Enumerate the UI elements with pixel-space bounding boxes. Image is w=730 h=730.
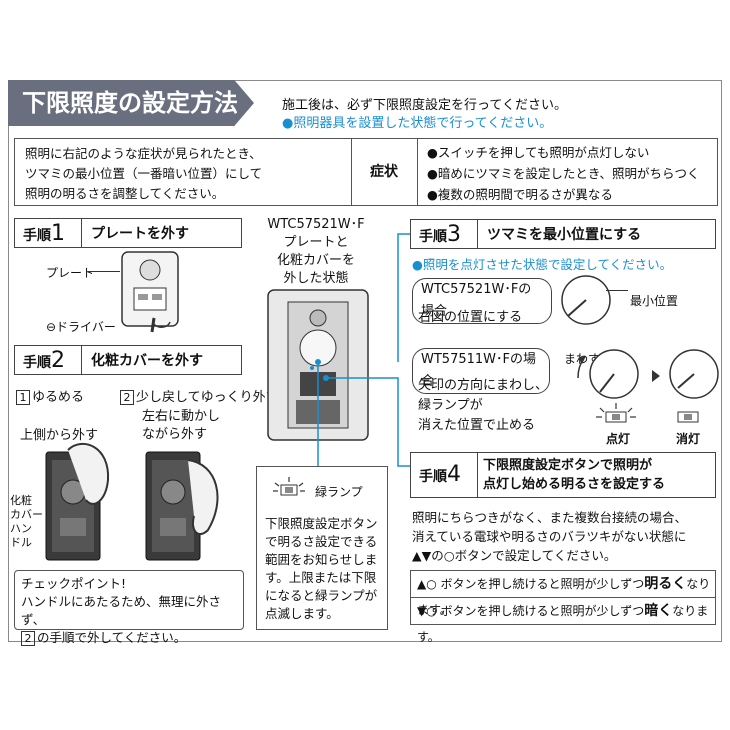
model-b-text: 矢印の方向にまわし、 緑ランプが 消えた位置で止める bbox=[418, 378, 549, 433]
step3-desc: ツマミを最小位置にする bbox=[487, 227, 642, 243]
symptom-item: ●スイッチを押しても照明が点灯しない bbox=[427, 145, 650, 160]
symptom-item: ●複数の照明間で明るさが異なる bbox=[427, 187, 613, 202]
green-lamp-icon bbox=[273, 477, 305, 496]
symptom-item: ●暗めにツマミを設定したとき、照明がちらつく bbox=[427, 166, 700, 181]
min-position-label: 最小位置 bbox=[630, 294, 679, 308]
step4-key: 手順4 bbox=[419, 462, 461, 487]
header-note-blue: ●照明器具を設置した状態で行ってください。 bbox=[282, 116, 553, 131]
step1-header: 手順1 プレートを外す bbox=[14, 218, 242, 248]
lamp-on-icon bbox=[596, 403, 636, 423]
center-caption: WTC57521W･F プレートと 化粧カバーを 外した状態 bbox=[256, 216, 376, 288]
symptoms-intro: 照明に右記のような症状が見られたとき、 ツマミの最小位置（一番暗い位置）にして … bbox=[25, 146, 263, 201]
step1-key: 手順1 bbox=[23, 221, 65, 246]
instruction-frame bbox=[8, 80, 722, 642]
left-caption: 上側から外す bbox=[20, 428, 99, 443]
step2-desc: 化粧カバーを外す bbox=[91, 353, 203, 369]
model-b-pill: WT57511W･Fの場合 bbox=[412, 348, 550, 394]
step4-desc: 下限照度設定ボタンで照明が 点灯し始める明るさを設定する bbox=[483, 458, 666, 492]
driver-label: ⊖ドライバー bbox=[46, 320, 116, 334]
side-labels: 化粧 カバー ハン ドル bbox=[10, 494, 43, 549]
step4-header: 手順4 下限照度設定ボタンで照明が 点灯し始める明るさを設定する bbox=[410, 452, 716, 498]
darker-instruction: ▼○ ボタンを押し続けると照明が少しずつ暗くなります。 bbox=[410, 597, 716, 644]
remove-side-illustration bbox=[145, 451, 219, 561]
step4-body: 照明にちらつきがなく、また複数台接続の場合、 消えている電球や明るさのバラツキが… bbox=[412, 510, 688, 563]
remove-top-illustration bbox=[45, 442, 110, 561]
brighter-instruction: ▲○ ボタンを押し続けると照明が少しずつ明るくなります。 bbox=[410, 570, 716, 617]
plate-illustration bbox=[121, 251, 179, 333]
symptoms-label: 症状 bbox=[370, 164, 398, 180]
lamp-off-icon bbox=[677, 411, 699, 423]
header-note: 施工後は、必ず下限照度設定を行ってください。 bbox=[282, 98, 567, 113]
model-a-pill: WTC57521W･Fの場合 bbox=[412, 278, 552, 324]
checkpoint-text: ハンドルにあたるため、無理に外さず、 bbox=[21, 594, 222, 627]
right-caption: 左右に動かし ながら外す bbox=[142, 409, 221, 442]
step2-header: 手順2 化粧カバーを外す bbox=[14, 345, 242, 375]
lamp-note: 下限照度設定ボタン で明るさ設定できる 範囲をお知らせしま す。上限または下限 … bbox=[265, 516, 378, 621]
dial-min-icon bbox=[561, 275, 611, 325]
center-model: WTC57521W･F bbox=[267, 217, 365, 232]
page-title: 下限照度の設定方法 bbox=[8, 80, 254, 126]
checkpoint-title: チェックポイント! bbox=[21, 576, 127, 591]
step1-desc: プレートを外す bbox=[91, 226, 189, 242]
dial-turn-icons bbox=[577, 349, 719, 399]
symptoms-list: ●スイッチを押しても照明が点灯しない ●暗めにツマミを設定したとき、照明がちらつ… bbox=[427, 142, 700, 205]
step3-header: 手順3 ツマミを最小位置にする bbox=[410, 219, 716, 249]
lamp-on-label: 点灯 bbox=[606, 432, 631, 446]
green-lamp-label: 緑ランプ bbox=[315, 485, 363, 499]
lamp-off-label: 消灯 bbox=[676, 432, 701, 446]
step3-note: ●照明を点灯させた状態で設定してください。 bbox=[412, 257, 673, 272]
plate-label: プレート bbox=[46, 266, 95, 280]
lamp-note-box: 緑ランプ 下限照度設定ボタン で明るさ設定できる 範囲をお知らせしま す。上限ま… bbox=[256, 466, 388, 630]
model-a-text: 右図の位置にする bbox=[418, 310, 523, 325]
step3-key: 手順3 bbox=[419, 222, 461, 247]
step2-key: 手順2 bbox=[23, 348, 65, 373]
symptoms-table: 照明に右記のような症状が見られたとき、 ツマミの最小位置（一番暗い位置）にして … bbox=[14, 138, 718, 206]
